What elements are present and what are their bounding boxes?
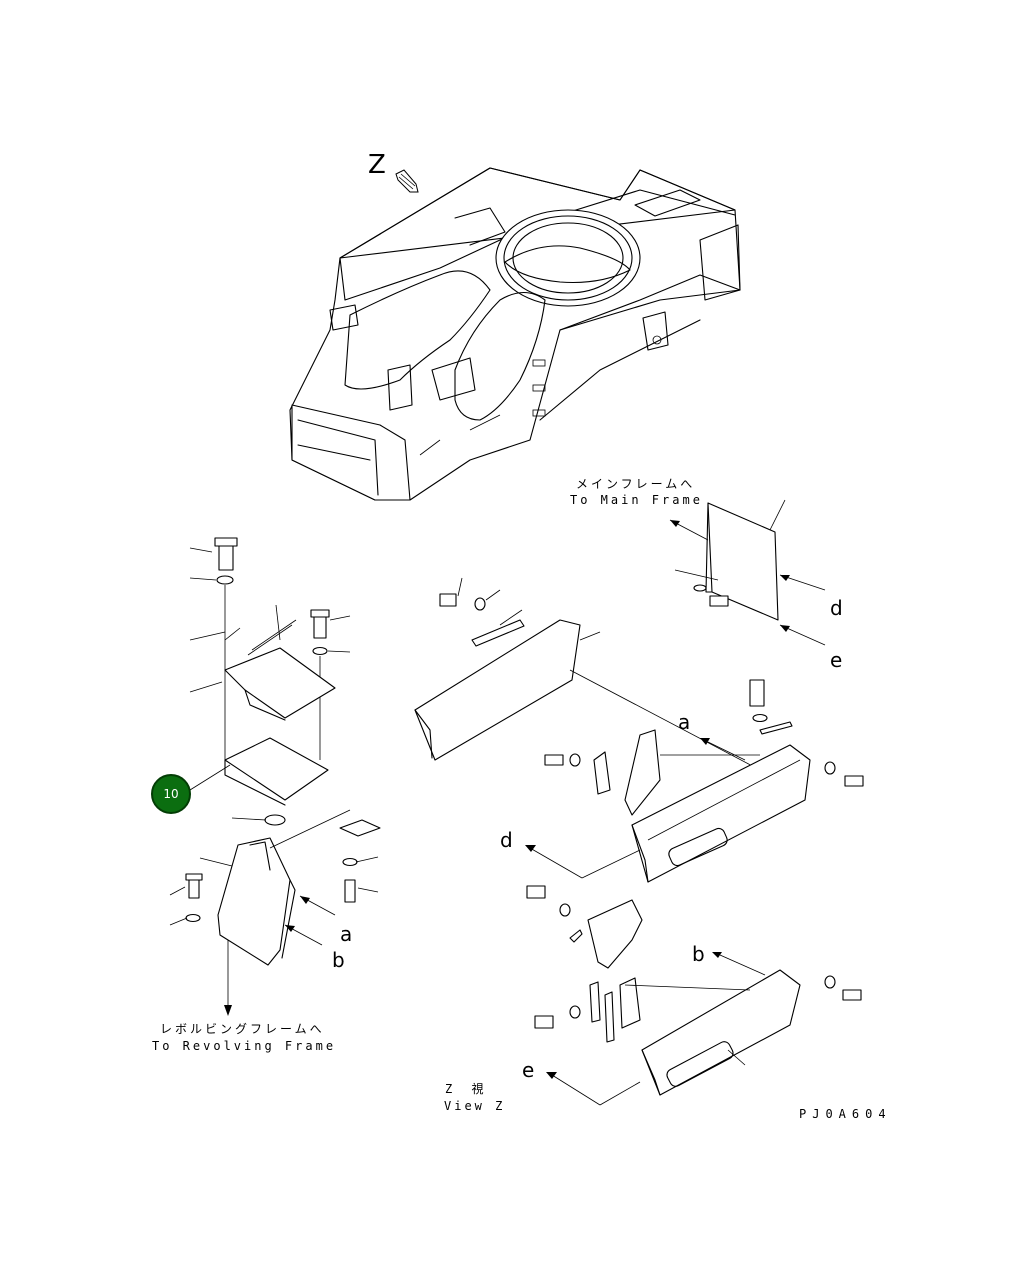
- connection-letter-e-top: e: [830, 648, 843, 672]
- to-main-frame-jp: メインフレームへ: [576, 477, 696, 491]
- connection-letter-d-bottom: d: [500, 828, 513, 852]
- to-revolving-frame-en: To Revolving Frame: [152, 1039, 337, 1053]
- part-callout-10[interactable]: 10: [151, 774, 191, 814]
- to-main-frame-en: To Main Frame: [570, 493, 703, 507]
- right-lower-beam-assembly: [526, 885, 862, 1106]
- connection-letter-a-left: a: [340, 922, 353, 946]
- right-plate-assembly: [669, 499, 826, 646]
- drawing-code: PJ0A604: [799, 1107, 892, 1121]
- view-z-jp: Z 視: [445, 1082, 490, 1096]
- view-z-en: View Z: [444, 1099, 506, 1113]
- right-beam-assembly: [414, 577, 864, 883]
- view-direction-arrow: [395, 169, 419, 193]
- left-bracket-assembly: [189, 537, 351, 806]
- connection-letter-d-top: d: [830, 596, 843, 620]
- connection-letter-b-right: b: [692, 942, 705, 966]
- connection-letter-b-left: b: [332, 948, 345, 972]
- connection-letter-a-right: a: [678, 710, 691, 734]
- view-marker-z: Z: [368, 150, 386, 180]
- to-revolving-frame-jp: レボルビングフレームへ: [160, 1022, 325, 1036]
- main-frame-assembly: [289, 167, 741, 501]
- left-cover-assembly: [169, 809, 381, 1016]
- connection-letter-e-bottom: e: [522, 1058, 535, 1082]
